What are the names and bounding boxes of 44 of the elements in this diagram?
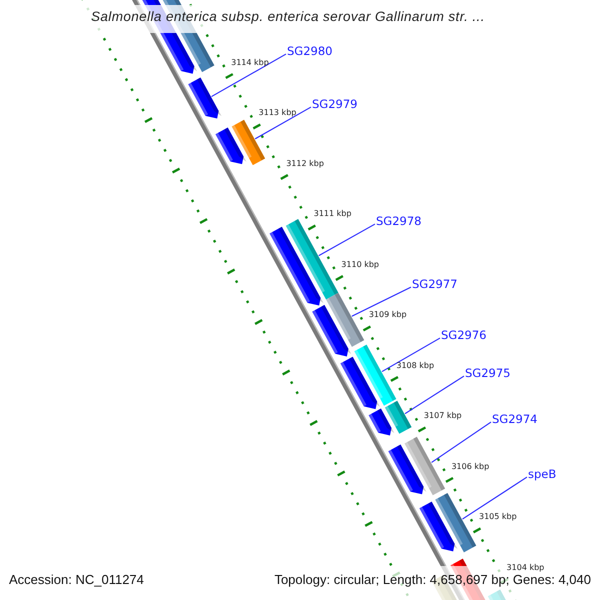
scale-label: 3109 kbp: [368, 310, 407, 320]
accession-text: Accession: NC_011274: [9, 572, 144, 587]
gene-feature: [384, 400, 412, 434]
leader-line: [404, 376, 464, 414]
gene-feature: [215, 128, 246, 164]
scale-label: 3108 kbp: [396, 360, 434, 370]
gene-feature: [419, 502, 458, 552]
gene-feature: [354, 344, 396, 406]
gene-label: SG2974: [492, 412, 538, 426]
gene-label: SG2980: [287, 44, 332, 58]
scale-label: 3106 kbp: [451, 462, 490, 471]
scale-label: 3107 kbp: [424, 411, 462, 420]
gene-label: SG2979: [312, 97, 358, 111]
scale-label: 3113 kbp: [258, 108, 296, 118]
scale-label: 3110 kbp: [341, 260, 379, 269]
leader-line: [382, 338, 440, 372]
leader-line: [254, 106, 312, 140]
gene-feature: [388, 444, 426, 494]
leader-line: [431, 422, 492, 463]
gene-feature: [188, 78, 222, 119]
gene-feature: [270, 226, 324, 306]
scale-label: 3114 kbp: [231, 58, 269, 67]
gene-feature: [232, 120, 266, 166]
gene-label: speB: [528, 467, 556, 481]
gene-label: SG2978: [376, 214, 422, 228]
gene-label: SG2975: [465, 366, 510, 380]
scale-label: 3105 kbp: [479, 512, 517, 522]
gene-feature: [435, 492, 476, 552]
genome-info-text: Topology: circular; Length: 4,658,697 bp; Genes: 4,040: [274, 572, 591, 587]
scale-label: 3111 kbp: [314, 209, 352, 218]
gene-feature: [368, 408, 394, 436]
gene-feature: [340, 356, 380, 410]
gene-feature: [326, 292, 364, 347]
gene-label: SG2977: [412, 277, 458, 291]
gene-feature: [404, 436, 446, 496]
gene-feature: [286, 219, 338, 300]
leader-line: [462, 476, 528, 520]
gene-feature: [312, 304, 352, 356]
diagram-title: Salmonella enterica subsp. enterica serovar Gallinarum str. ...: [91, 9, 485, 24]
leader-line: [211, 54, 286, 98]
scale-label: 3104 kbp: [506, 562, 544, 572]
scale-label: 3112 kbp: [286, 158, 324, 168]
leader-line: [352, 286, 412, 317]
gene-label: SG2976: [441, 328, 486, 342]
